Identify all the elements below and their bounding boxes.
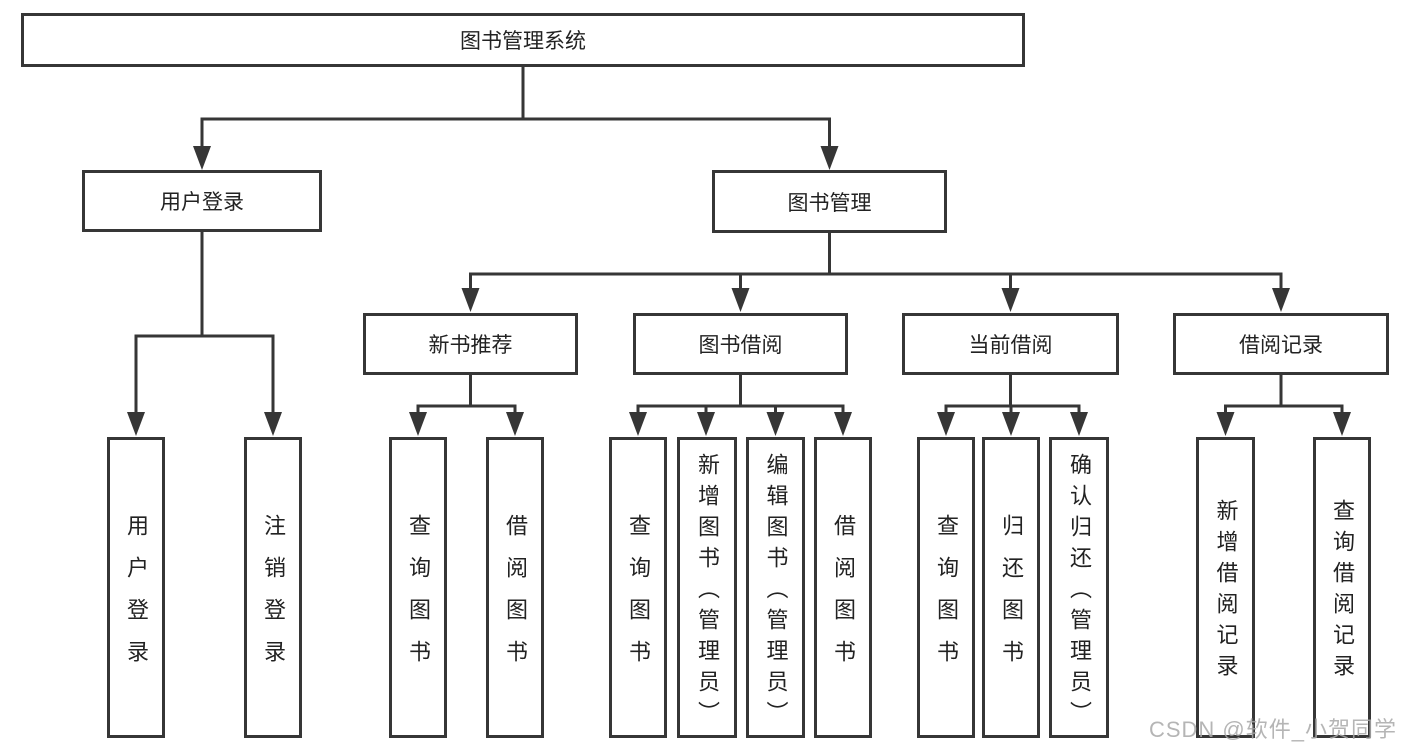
leaf-add-books-admin: 新增图书（管理员）: [677, 437, 737, 738]
leaf-label: 新增借阅记录: [1213, 499, 1239, 685]
leaf-label: 查询借阅记录: [1330, 499, 1355, 685]
node-user-login: 用户登录: [82, 170, 322, 232]
leaf-label: 归还图书: [999, 513, 1024, 682]
leaf-label: 新增图书（管理员）: [695, 452, 720, 732]
node-book-management: 图书管理: [712, 170, 947, 233]
leaf-query-borrow-record: 查询借阅记录: [1313, 437, 1371, 738]
leaf-label: 借阅图书: [831, 513, 856, 682]
leaf-edit-books-admin: 编辑图书（管理员）: [746, 437, 805, 738]
node-current-borrowing: 当前借阅: [902, 313, 1119, 375]
leaf-label: 确认归还（管理员）: [1067, 452, 1092, 732]
leaf-borrow-books: 借阅图书: [814, 437, 872, 738]
leaf-query-books-current: 查询图书: [917, 437, 975, 738]
leaf-logout: 注销登录: [244, 437, 302, 738]
leaf-label: 借阅图书: [503, 513, 528, 682]
node-book-borrowing: 图书借阅: [633, 313, 848, 375]
leaf-label: 注销登录: [261, 513, 286, 682]
leaf-query-books-recommend: 查询图书: [389, 437, 447, 738]
node-borrowing-records: 借阅记录: [1173, 313, 1389, 375]
leaf-confirm-return-admin: 确认归还（管理员）: [1049, 437, 1109, 738]
leaf-label: 编辑图书（管理员）: [763, 452, 789, 732]
csdn-watermark: CSDN @软件_小贺同学: [1148, 717, 1397, 742]
leaf-label: 用户登录: [124, 513, 149, 682]
leaf-query-books-borrowing: 查询图书: [609, 437, 667, 738]
leaf-add-borrow-record: 新增借阅记录: [1196, 437, 1255, 738]
node-library-management-system: 图书管理系统: [21, 13, 1025, 67]
leaf-label: 查询图书: [626, 513, 651, 682]
leaf-return-books: 归还图书: [982, 437, 1040, 738]
leaf-label: 查询图书: [406, 513, 431, 682]
leaf-label: 查询图书: [934, 513, 959, 682]
node-new-book-recommendation: 新书推荐: [363, 313, 578, 375]
leaf-user-login: 用户登录: [107, 437, 165, 738]
leaf-borrow-books-recommend: 借阅图书: [486, 437, 544, 738]
